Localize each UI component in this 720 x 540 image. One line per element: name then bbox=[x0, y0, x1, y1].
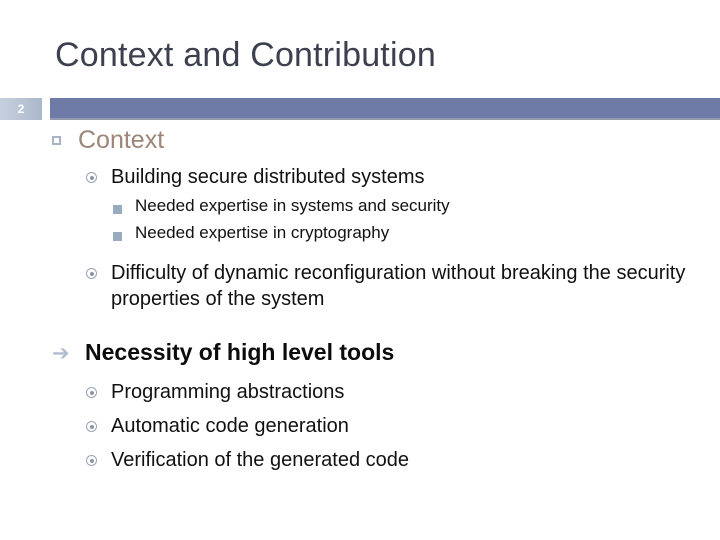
circled-dot-bullet-icon bbox=[86, 453, 111, 471]
filled-square-bullet-icon bbox=[113, 228, 135, 246]
circled-dot-bullet-icon bbox=[86, 419, 111, 437]
bullet-text: Context bbox=[78, 126, 165, 154]
hollow-square-bullet-icon bbox=[52, 132, 78, 150]
slide-number: 2 bbox=[17, 102, 25, 116]
filled-square-bullet-icon bbox=[113, 201, 135, 219]
bullet-item-programming-abstractions: Programming abstractions bbox=[86, 379, 720, 405]
bullet-text: Verification of the generated code bbox=[111, 449, 409, 471]
bullet-item-building-secure-distributed-systems: Building secure distributed systems bbox=[86, 164, 720, 190]
bullet-item-expertise-systems-security: Needed expertise in systems and security bbox=[113, 195, 720, 217]
header-bar-shadow bbox=[50, 118, 720, 120]
bullet-text: Needed expertise in cryptography bbox=[135, 223, 390, 242]
bullet-text: Needed expertise in systems and security bbox=[135, 196, 450, 215]
header-bar-fill bbox=[50, 98, 720, 118]
bullet-text: Programming abstractions bbox=[111, 381, 345, 403]
bullet-item-expertise-cryptography: Needed expertise in cryptography bbox=[113, 222, 720, 244]
bullet-item-necessity-high-level-tools: ➔ Necessity of high level tools bbox=[52, 338, 720, 367]
slide-body: Context Building secure distributed syst… bbox=[0, 120, 720, 473]
page-title: Context and Contribution bbox=[55, 36, 436, 74]
bullet-item-automatic-code-generation: Automatic code generation bbox=[86, 413, 720, 439]
bullet-text: Difficulty of dynamic reconfiguration wi… bbox=[111, 262, 686, 310]
bullet-text: Building secure distributed systems bbox=[111, 166, 425, 188]
arrow-bullet-icon: ➔ bbox=[52, 342, 70, 365]
bullet-text: Necessity of high level tools bbox=[85, 339, 395, 365]
circled-dot-bullet-icon bbox=[86, 170, 111, 188]
bullet-text: Automatic code generation bbox=[111, 415, 349, 437]
circled-dot-bullet-icon bbox=[86, 266, 111, 284]
bullet-item-context: Context bbox=[52, 124, 720, 156]
circled-dot-bullet-icon bbox=[86, 385, 111, 403]
bullet-item-difficulty-dynamic-reconfiguration: Difficulty of dynamic reconfiguration wi… bbox=[86, 260, 720, 312]
slide-number-box bbox=[0, 98, 42, 120]
header-bar: 2 bbox=[0, 98, 720, 120]
bullet-item-verification-generated-code: Verification of the generated code bbox=[86, 447, 720, 473]
